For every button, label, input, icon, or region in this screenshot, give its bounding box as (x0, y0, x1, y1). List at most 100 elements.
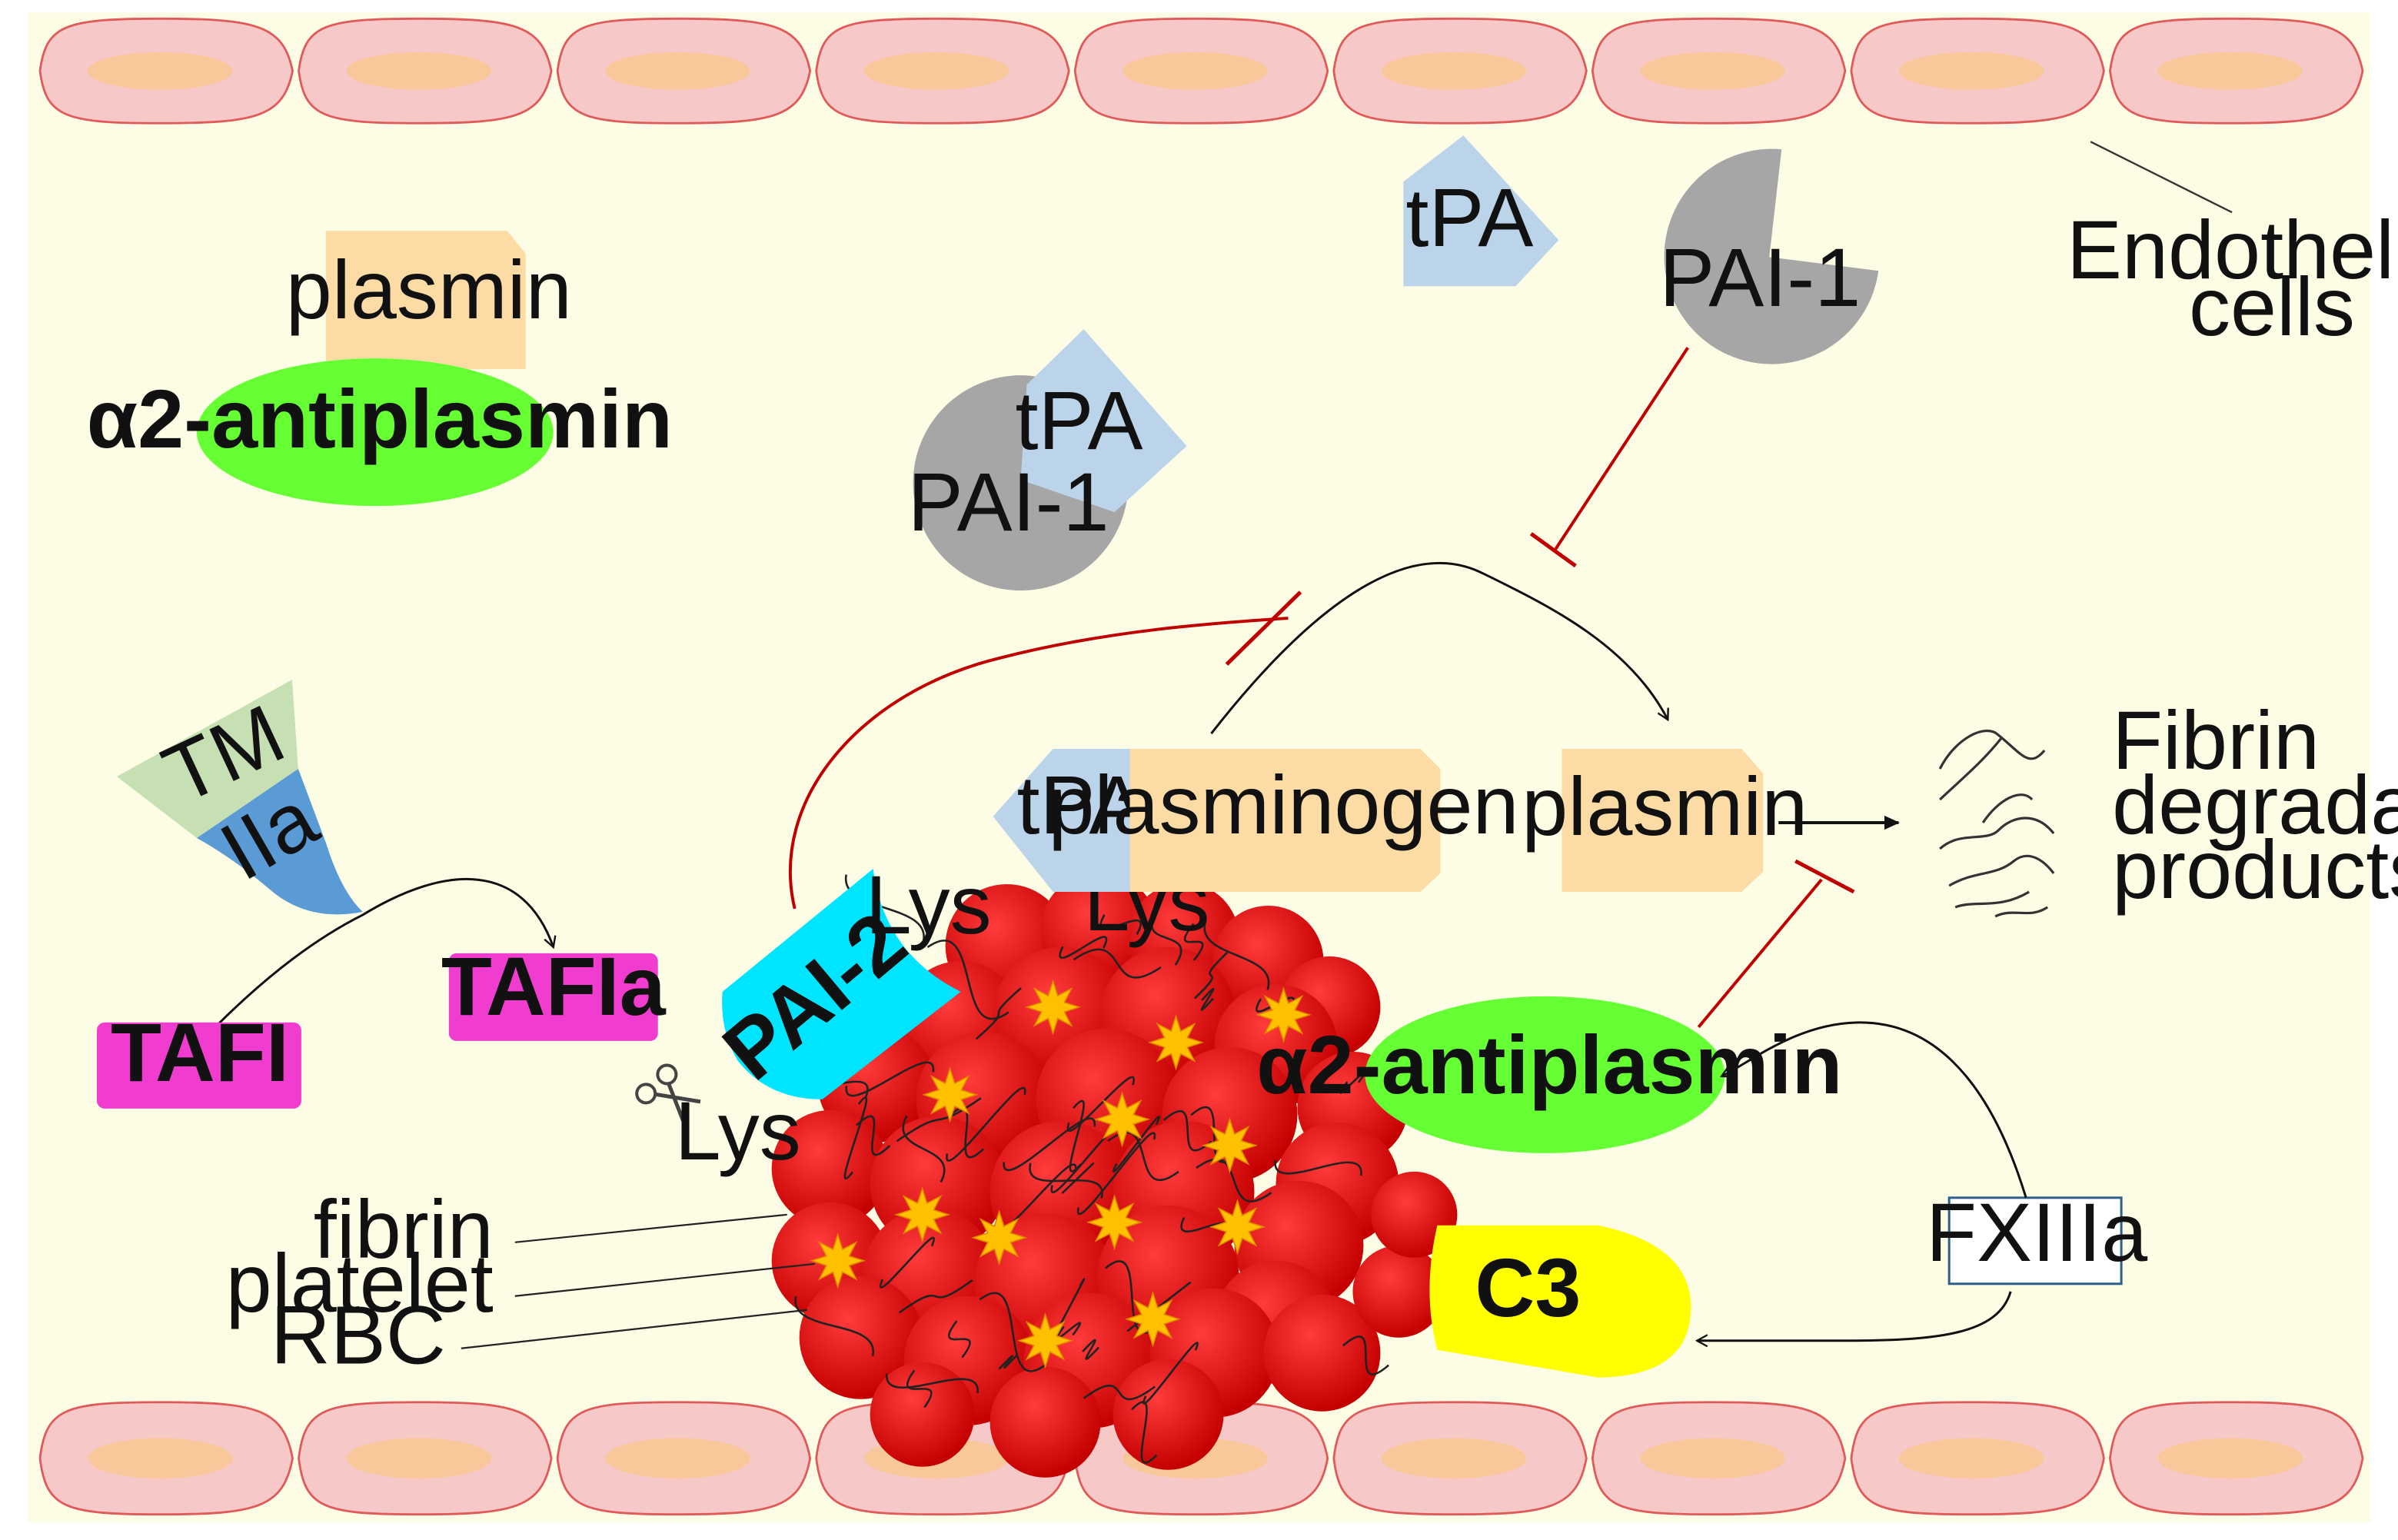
fibrin-strand (902, 1115, 946, 1183)
platelet (1016, 1312, 1074, 1369)
thrombin-iia-shape (196, 768, 363, 915)
rbc-leader (461, 1309, 807, 1349)
antiplasmin-complex-shape (196, 358, 554, 507)
fibrin-strand (1151, 910, 1182, 966)
endothelial-nucleus (88, 1438, 233, 1478)
fxiiia-antiplasmin-arrow (1720, 1021, 2027, 1199)
platelet (922, 1066, 979, 1123)
tafi-label: TAFI (111, 1006, 289, 1099)
fibrin-strand (1190, 1106, 1239, 1163)
c3-label: C3 (1475, 1241, 1581, 1334)
fibrin-strand (926, 940, 1009, 1020)
red-blood-cell (1352, 1245, 1445, 1338)
fibrin-strand (1073, 948, 1162, 979)
fibrin-strand (845, 874, 925, 942)
endothelial-nucleus (605, 1438, 750, 1478)
tafia-label: TAFIa (441, 940, 667, 1033)
endothelial-nucleus (605, 52, 750, 90)
scissors-icon (635, 1063, 701, 1126)
fibrin-strand (1183, 923, 1204, 961)
fibrin-strand (1200, 988, 1215, 1011)
fibrin-strand (979, 1292, 1047, 1372)
platelet-leader (514, 1262, 815, 1297)
antiplasmin-inhibition-bar (1794, 859, 1855, 894)
platelet (1024, 979, 1082, 1036)
red-blood-cell (870, 1362, 975, 1467)
fibrin-leader (514, 1213, 787, 1243)
fibrin-fragments-icon (1938, 730, 2055, 918)
fibrin-strand (1083, 1384, 1156, 1401)
pai1-inhibition-bar (1529, 532, 1577, 568)
fibrin-strand (998, 1353, 1019, 1370)
platelet (894, 1186, 951, 1243)
endothelial-nucleus (346, 1438, 492, 1478)
pai1-inhibition-line (1554, 347, 1689, 550)
fibrin-strand (1193, 951, 1229, 1000)
fibrin-strand (1076, 1132, 1156, 1216)
fibrin-strand (794, 1296, 874, 1356)
red-blood-cell (771, 1109, 889, 1227)
fibrin-strand (843, 1096, 868, 1180)
fibrin-strand (946, 1086, 1026, 1162)
fibrin-strand (975, 987, 1022, 1040)
fibrin-strand (1113, 1116, 1161, 1172)
fibrin-strand (886, 1373, 979, 1393)
endothelial-nucleus (1898, 1438, 2044, 1478)
fibrin-strand (1099, 914, 1142, 935)
endothelial-label-line1: Endothelial (2067, 203, 2398, 296)
endothelial-pointer-line (2090, 141, 2233, 214)
endothelial-nucleus (1640, 52, 1785, 90)
platelet (1209, 1199, 1266, 1256)
lys-label-pai2: Lys (866, 858, 992, 951)
plasmin-center-shape (1562, 749, 1764, 892)
platelet (1086, 1194, 1143, 1251)
plasmin-complex-label: plasmin (286, 243, 572, 336)
endothelial-nucleus (863, 52, 1009, 90)
plasmin-complex-shape (325, 231, 526, 370)
fibrin-strand (1274, 1159, 1362, 1176)
fibrin-strand (845, 1061, 935, 1097)
blood-clot (771, 871, 1458, 1478)
platelet (810, 1232, 866, 1289)
fdp-label-line3: products (2112, 823, 2398, 916)
fibrin-strand (1342, 1335, 1389, 1375)
fibrin-strand (1069, 1099, 1085, 1172)
fibrin-label: fibrin (314, 1182, 494, 1276)
tafi-box (96, 1022, 301, 1109)
tpa-free-shape (1403, 135, 1559, 287)
endothelial-nucleus (1381, 52, 1527, 90)
pai1-free-label: PAI-1 (1659, 231, 1861, 324)
red-blood-cell (1113, 1359, 1224, 1470)
fibrin-strand (856, 1115, 891, 1156)
antiplasmin-clot-shape (1365, 996, 1725, 1153)
tpa-bound-label: tPA (1017, 758, 1145, 851)
c3-shape (1429, 1225, 1691, 1378)
tafia-box (448, 953, 658, 1041)
pai2-inhibition-line (789, 617, 1289, 910)
endothelial-nucleus (1898, 52, 2044, 90)
red-blood-cell (1263, 1294, 1381, 1412)
red-blood-cell (799, 1276, 923, 1399)
fibrin-strand (1082, 1339, 1099, 1360)
endothelial-label-line2: cells (2189, 260, 2355, 353)
fibrin-strand (880, 1236, 935, 1289)
fibrin-strand (1162, 1109, 1212, 1152)
fibrin-strand (1131, 1401, 1158, 1464)
tpa-complex-label: tPA (1016, 374, 1143, 467)
antiplasmin-complex-label: α2-antiplasmin (87, 372, 673, 465)
tpa-bound-shape (993, 749, 1130, 892)
platelet-label: platelet (226, 1236, 494, 1329)
rbc-label: RBC (271, 1289, 446, 1382)
plasminogen-label: plasminogen (1048, 758, 1518, 851)
plasminogen-activation-arrow (1210, 561, 1669, 734)
plasmin-center-label: plasmin (1522, 760, 1808, 853)
fxiiia-c3-arrow (1695, 1291, 2012, 1348)
pai1-complex-label: PAI-1 (908, 455, 1109, 548)
fibrin-strand (1059, 936, 1108, 959)
fxiiia-label: FXIIIa (1926, 1186, 2148, 1279)
antiplasmin-inhibition-line (1697, 878, 1823, 1029)
fibrin-strand (1061, 1162, 1095, 1194)
lys-label-tafia: Lys (675, 1084, 801, 1177)
